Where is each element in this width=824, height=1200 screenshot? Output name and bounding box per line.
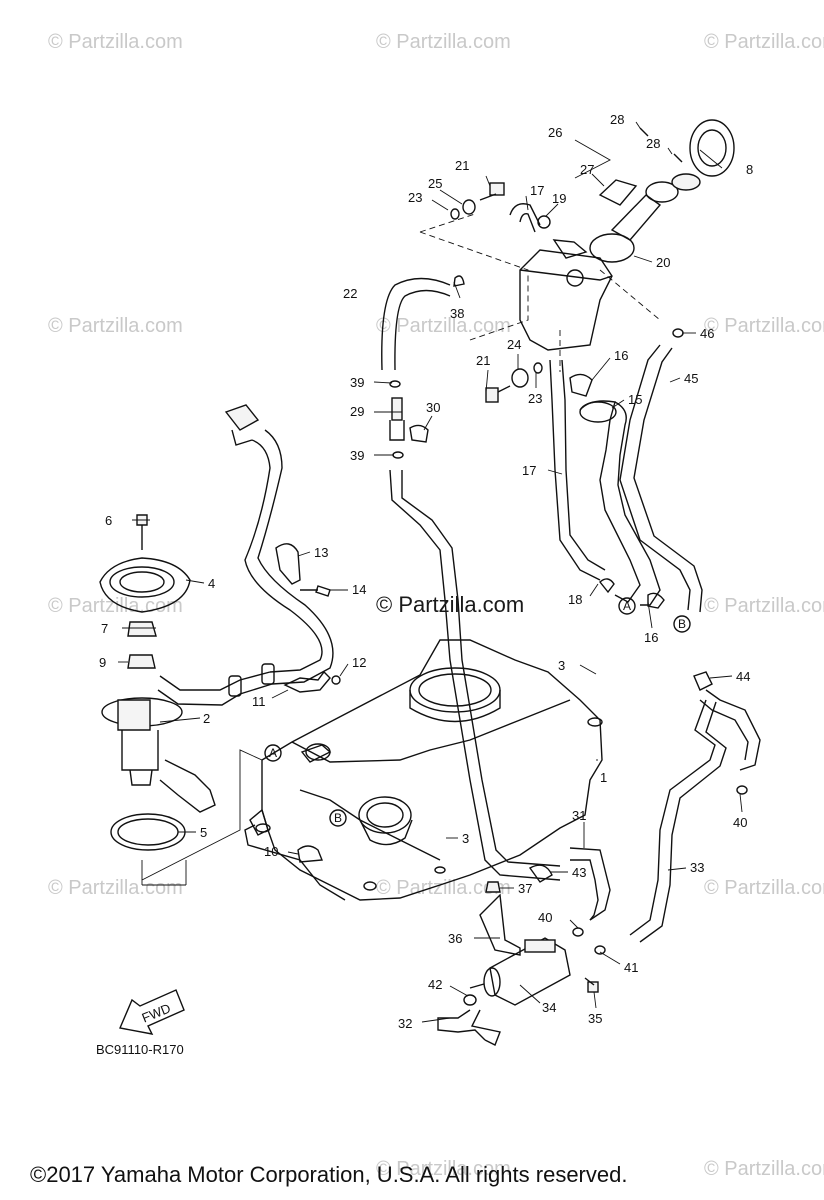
callout-10: 10	[264, 844, 278, 859]
watermark-text: © Partzilla.com	[704, 1158, 824, 1180]
callout-27: 27	[580, 162, 594, 177]
watermark-text: © Partzilla.com	[704, 595, 824, 617]
callout-43: 43	[572, 865, 586, 880]
callout-4: 4	[208, 576, 215, 591]
watermark-text: © Partzilla.com	[704, 315, 824, 337]
callout-21: 21	[455, 158, 469, 173]
callout-16: 16	[614, 348, 628, 363]
center-watermark: © Partzilla.com	[376, 592, 524, 617]
callout-31: 31	[572, 808, 586, 823]
callout-28: 28	[646, 136, 660, 151]
callout-3: 3	[462, 831, 469, 846]
callout-17: 17	[522, 463, 536, 478]
callout-23: 23	[528, 391, 542, 406]
callout-40: 40	[538, 910, 552, 925]
callout-37: 37	[518, 881, 532, 896]
callout-46: 46	[700, 326, 714, 341]
ref-marker-a: A	[269, 746, 277, 760]
watermark-text: © Partzilla.com	[48, 595, 183, 617]
watermark-text: © Partzilla.com	[376, 1158, 511, 1180]
callout-labels: 1 2 3 3 4 5 6 7 8 9 10 11 12 13 14 15 16…	[99, 112, 753, 1031]
callout-39: 39	[350, 375, 364, 390]
reference-markers: A A B B	[264, 597, 691, 827]
callout-21: 21	[476, 353, 490, 368]
watermark-text: © Partzilla.com	[48, 315, 183, 337]
callout-42: 42	[428, 977, 442, 992]
ref-marker-b: B	[678, 617, 686, 631]
callout-44: 44	[736, 669, 750, 684]
diagram-code: BC91110-R170	[96, 1042, 184, 1057]
callout-15: 15	[628, 392, 642, 407]
callout-3: 3	[558, 658, 565, 673]
callout-22: 22	[343, 286, 357, 301]
callout-28: 28	[610, 112, 624, 127]
callout-33: 33	[690, 860, 704, 875]
callout-41: 41	[624, 960, 638, 975]
callout-19: 19	[552, 191, 566, 206]
canister-hoses	[569, 671, 761, 955]
callout-11: 11	[252, 694, 266, 709]
copyright-notice: ©2017 Yamaha Motor Corporation, U.S.A. A…	[30, 1162, 628, 1187]
fwd-arrow: FWD	[119, 989, 185, 1035]
watermark-text: © Partzilla.com	[704, 31, 824, 53]
watermark-text: © Partzilla.com	[48, 31, 183, 53]
callout-2: 2	[203, 711, 210, 726]
watermark-text: © Partzilla.com	[376, 315, 511, 337]
callout-39: 39	[350, 448, 364, 463]
callout-29: 29	[350, 404, 364, 419]
fuel-pump-hose	[157, 404, 334, 706]
fuel-pump-assembly	[99, 514, 216, 851]
callout-45: 45	[684, 371, 698, 386]
ref-marker-b: B	[334, 811, 342, 825]
callout-18: 18	[568, 592, 582, 607]
callout-24: 24	[507, 337, 521, 352]
callout-12: 12	[352, 655, 366, 670]
callout-16: 16	[644, 630, 658, 645]
fuel-tank	[244, 639, 603, 901]
callout-23: 23	[408, 190, 422, 205]
hose-clamps	[275, 543, 341, 863]
callout-30: 30	[426, 400, 440, 415]
watermark-layer: © Partzilla.com © Partzilla.com © Partzi…	[48, 31, 824, 1180]
watermark-text: © Partzilla.com	[376, 877, 511, 899]
callout-38: 38	[450, 306, 464, 321]
callout-35: 35	[588, 1011, 602, 1026]
callout-13: 13	[314, 545, 328, 560]
callout-34: 34	[542, 1000, 556, 1015]
callout-14: 14	[352, 582, 366, 597]
callout-6: 6	[105, 513, 112, 528]
vent-line	[389, 380, 561, 881]
callout-32: 32	[398, 1016, 412, 1031]
callout-1: 1	[600, 770, 607, 785]
callout-20: 20	[656, 255, 670, 270]
callout-5: 5	[200, 825, 207, 840]
callout-7: 7	[101, 621, 108, 636]
watermark-text: © Partzilla.com	[48, 877, 183, 899]
ref-marker-a: A	[623, 599, 631, 613]
callout-40: 40	[733, 815, 747, 830]
canister-assembly	[437, 864, 599, 1046]
callout-25: 25	[428, 176, 442, 191]
callout-26: 26	[548, 125, 562, 140]
callout-9: 9	[99, 655, 106, 670]
watermark-text: © Partzilla.com	[376, 31, 511, 53]
leader-lines	[118, 121, 743, 1023]
callout-8: 8	[746, 162, 753, 177]
watermark-text: © Partzilla.com	[704, 877, 824, 899]
callout-17: 17	[530, 183, 544, 198]
callout-36: 36	[448, 931, 462, 946]
